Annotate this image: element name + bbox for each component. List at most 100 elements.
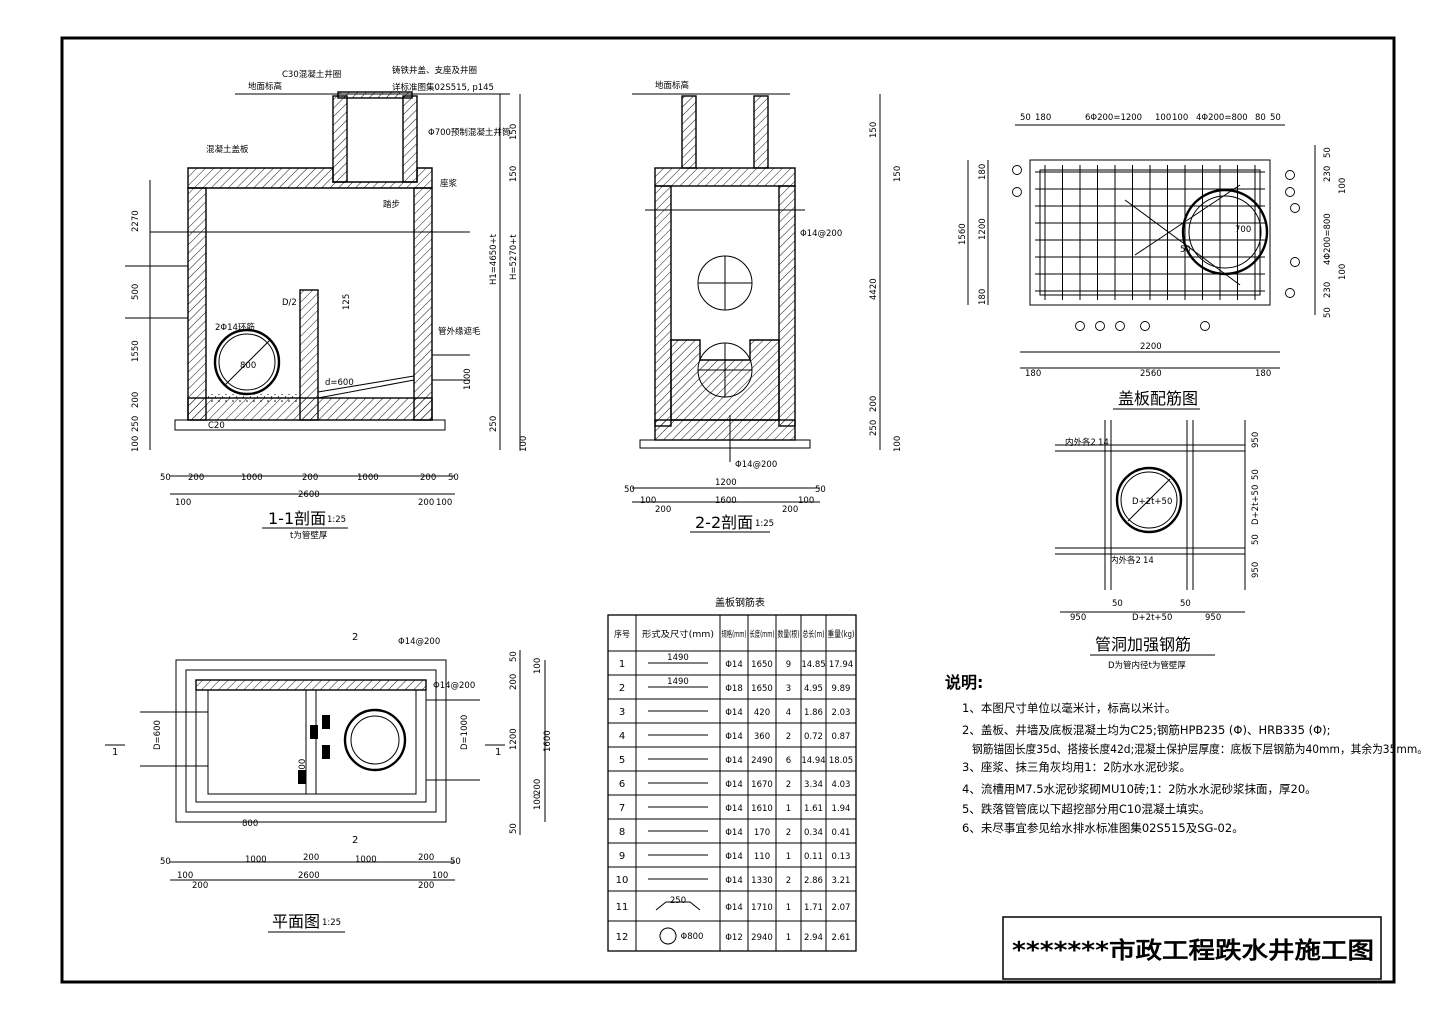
rebar-marker-icon: [1290, 203, 1300, 213]
table-cell: 2.07: [832, 903, 851, 913]
table-cell: Φ14: [725, 660, 743, 670]
s22-hdim-2: 50: [815, 485, 826, 495]
table-header-cell: 总长(m): [803, 629, 825, 640]
table-cell: 5: [619, 755, 625, 766]
table-cell: 1: [619, 659, 625, 670]
table-cell: 1: [786, 903, 791, 913]
table-cell: 0.13: [832, 852, 851, 862]
rebar-marker-icon: [1140, 321, 1150, 331]
slab-tdim-0: 50: [1020, 113, 1031, 123]
plan-sec2-bot: 2: [352, 835, 358, 846]
table-cell: 10: [616, 875, 629, 886]
table-cell: 4: [619, 731, 625, 742]
s11-rdim-1: 150: [509, 166, 519, 182]
s11-cover-label: 铸铁井盖、支座及井圈: [392, 65, 477, 76]
plan-title: 平面图: [272, 912, 320, 931]
table-cell: 1: [786, 852, 791, 862]
table-cell: 1.94: [832, 804, 851, 814]
plan-hdim-6: 100: [177, 871, 193, 881]
table-cell: Φ14: [725, 852, 743, 862]
rebar-marker-icon: [1285, 187, 1295, 197]
plan-hdim-7: 200: [192, 881, 208, 891]
rebar-marker-icon: [1285, 170, 1295, 180]
table-cell: 1: [786, 804, 791, 814]
s11-step-label: 踏步: [383, 199, 400, 210]
slab-tdim-6: 80: [1255, 113, 1266, 123]
s22-rebar-side: Φ14@200: [800, 229, 842, 239]
table-header-cell: 规格(mm): [722, 629, 747, 640]
plan-vdim-6: 200: [533, 779, 543, 795]
s11-scale: 1:25: [327, 515, 346, 525]
table-cell: Φ12: [725, 933, 743, 943]
table-cell: 2: [786, 732, 791, 742]
hole-14b: 14: [1143, 556, 1154, 566]
table-cell: 18.05: [829, 756, 853, 766]
table-header-cell: 数量(根): [778, 629, 800, 640]
section-2-2: 地面标高 Φ14@200 Φ14@200 150 150 4420 200 25…: [624, 80, 903, 533]
s11-hdim-2: 1000: [241, 473, 263, 483]
table-cell: 0.87: [832, 732, 851, 742]
table-cell: 1650: [751, 684, 773, 694]
slab-rdim-5: 230: [1323, 282, 1333, 298]
note-6: 6、未尽事宜参见给水排水标准图集02S515及SG-02。: [962, 821, 1244, 835]
table-cell: 170: [754, 828, 770, 838]
slab-tdim-2: 6Φ200=1200: [1085, 113, 1142, 123]
slab-ldim-2: 180: [978, 289, 988, 305]
s11-cover-ref: 详标准图集02S515, p145: [392, 82, 494, 93]
plan-hdim-9: 200: [418, 881, 434, 891]
s11-hdim-3: 200: [302, 473, 318, 483]
table-cell: 110: [754, 852, 770, 862]
slab-rebar-plan: 700 50 50 180 6Φ200=1200 100 100 4Φ200=8…: [958, 113, 1348, 410]
table-cell: Φ14: [725, 756, 743, 766]
slab-bdim-3: 180: [1255, 369, 1271, 379]
table-cell: 2: [786, 828, 791, 838]
slab-markers: [1012, 165, 1300, 331]
rebar-marker-icon: [1095, 321, 1105, 331]
pipe-hole-rebar: D+2t+50 内外各2 14 内外各2 14 950 50 D+2t+50 5…: [1055, 420, 1261, 671]
s22-vdim-4: 250: [869, 420, 879, 436]
s11-d600: d=600: [325, 378, 354, 388]
hole-d-label: D+2t+50: [1132, 497, 1172, 507]
table-cell: 7: [619, 803, 625, 814]
slab-tdim-1: 180: [1035, 113, 1051, 123]
s11-hdim-6: 50: [448, 473, 459, 483]
notes-block: 说明: 1、本图尺寸单位以毫米计，标高以米计。 2、盖板、井墙及底板混凝土均为C…: [945, 673, 1428, 835]
table-cell: 4: [786, 708, 791, 718]
plan-hdim-0: 50: [160, 857, 171, 867]
table-shape-label: 250: [670, 896, 686, 906]
plan-d600: D=600: [153, 720, 163, 750]
plan-view: 800 D=600 D=1000 1 1 2 2 Φ14@200 Φ14@200…: [105, 632, 553, 933]
s22-hdim-0: 50: [624, 485, 635, 495]
table-cell: 1.86: [804, 708, 823, 718]
plan-sec2-top: 2: [352, 632, 358, 643]
table-cell: 12: [616, 932, 629, 943]
table-cell: 0.34: [804, 828, 823, 838]
s11-hdim-1: 200: [188, 473, 204, 483]
slab-rdim-1: 230: [1323, 166, 1333, 182]
rebar-marker-icon: [1075, 321, 1085, 331]
slab-tdim-5: 4Φ200=800: [1196, 113, 1248, 123]
table-cell: 2940: [751, 933, 773, 943]
s22-hdim-5: 1600: [715, 496, 737, 506]
plan-vdim-2: 200: [509, 674, 519, 690]
s11-rdim-4: 100: [519, 436, 529, 452]
table-cell: Φ14: [725, 876, 743, 886]
plan-hdim-3: 1000: [355, 855, 377, 865]
s11-bdim-3: 100: [436, 498, 452, 508]
plan-vdim-3: 1200: [509, 728, 519, 750]
table-cell: 1710: [751, 903, 773, 913]
s11-hdim-0: 50: [160, 473, 171, 483]
slab-ldim-0: 180: [978, 164, 988, 180]
hole-title: 管洞加强钢筋: [1095, 635, 1191, 654]
table-cell: Φ18: [725, 684, 743, 694]
section-1-1: 地面标高 C30混凝土井圈 铸铁井盖、支座及井圈 详标准图集02S515, p1…: [125, 65, 529, 541]
slab-rdim-3: 4Φ200=800: [1323, 213, 1333, 265]
table-cell: 1.61: [804, 804, 823, 814]
plan-sec1-right: 1: [495, 747, 501, 758]
s11-ground-label: 地面标高: [248, 81, 282, 92]
table-header-cell: 长度(mm): [750, 629, 775, 640]
table-cell: 2.03: [832, 708, 851, 718]
s22-vdim-3: 200: [869, 396, 879, 412]
note-1: 1、本图尺寸单位以毫米计，标高以米计。: [962, 701, 1176, 715]
